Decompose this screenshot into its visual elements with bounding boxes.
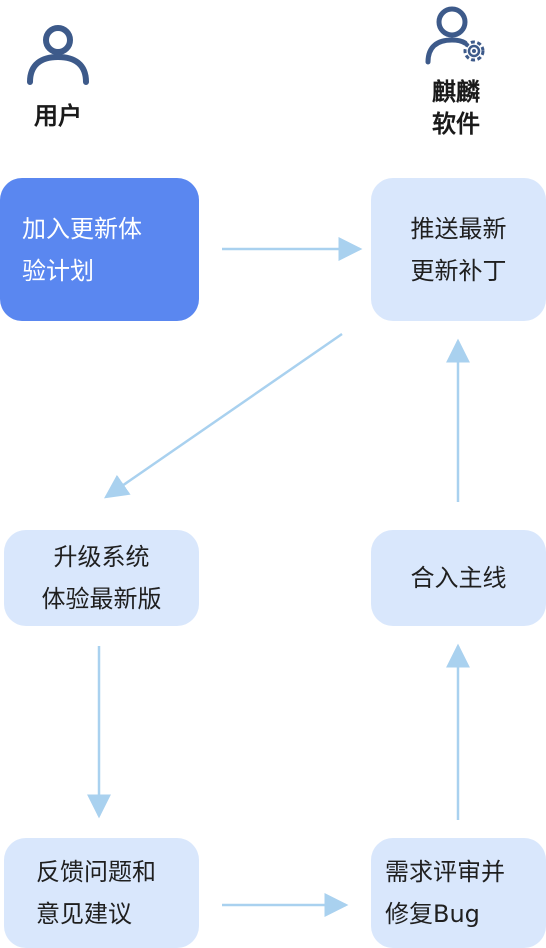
step-feedback-label: 反馈问题和 意见建议 — [36, 858, 156, 928]
step-merge-mainline: 合入主线 — [371, 530, 546, 626]
step-feedback: 反馈问题和 意见建议 — [4, 838, 199, 948]
step-merge-mainline-label: 合入主线 — [410, 564, 507, 592]
step-upgrade-system: 升级系统 体验最新版 — [4, 530, 199, 626]
arrow-push-to-upgrade — [104, 332, 343, 499]
step-join-program: 加入更新体 验计划 — [0, 178, 199, 321]
actor-user: 用户 — [22, 18, 94, 132]
step-push-patch: 推送最新 更新补丁 — [371, 178, 546, 321]
user-settings-icon — [425, 6, 485, 65]
actor-software: 麒麟 软件 — [416, 2, 496, 140]
step-upgrade-system-label: 升级系统 体验最新版 — [41, 543, 162, 613]
step-join-program-label: 加入更新体 验计划 — [22, 214, 142, 285]
actor-user-label: 用户 — [34, 102, 82, 130]
actor-software-label: 麒麟 软件 — [432, 78, 480, 138]
step-push-patch-label: 推送最新 更新补丁 — [410, 214, 507, 285]
gear-icon — [463, 40, 485, 62]
step-review-fix: 需求评审并 修复Bug — [371, 838, 546, 948]
step-review-fix-label: 需求评审并 修复Bug — [385, 858, 505, 928]
user-icon — [27, 25, 89, 85]
